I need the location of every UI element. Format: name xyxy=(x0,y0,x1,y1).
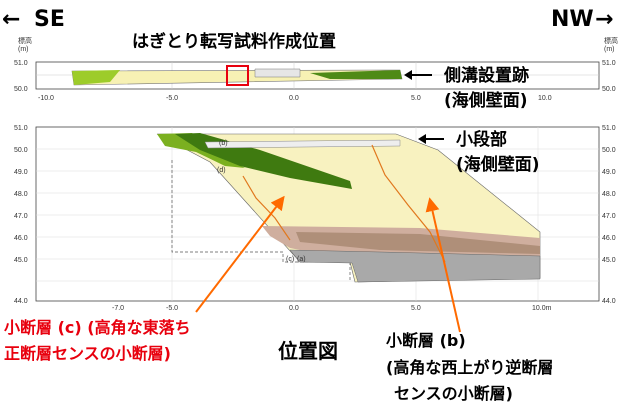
top-ditch-structure xyxy=(254,68,301,78)
label-d: (d) xyxy=(217,167,226,174)
top-unit-label-left-2: (m) xyxy=(18,46,29,53)
main-ytick-49-left: 49.0 xyxy=(14,169,28,176)
fault-b-callout-arrow xyxy=(425,197,461,333)
main-ytick-46-left: 46.0 xyxy=(14,235,28,242)
top-unit-label-right: 標高 xyxy=(604,36,618,45)
main-annotation-arrow-head xyxy=(418,134,426,144)
main-ytick-47-left: 47.0 xyxy=(14,213,28,220)
main-ytick-47-right: 47.0 xyxy=(602,213,616,220)
top-xtick-5: 5.0 xyxy=(411,95,421,102)
small-step-surface xyxy=(204,139,401,149)
fault-b-label-line1: 小断層 (b) xyxy=(386,331,466,350)
top-ytick-50-left: 50.0 xyxy=(14,86,28,93)
top-ytick-51-left: 51.0 xyxy=(14,60,28,67)
label-b: (b) xyxy=(219,140,228,147)
top-xtick-0: 0.0 xyxy=(289,95,299,102)
sampling-location-marker xyxy=(226,65,249,86)
top-profile-frame xyxy=(35,61,600,90)
fault-c-trace xyxy=(242,175,291,241)
fault-b-trace xyxy=(371,144,446,263)
top-ytick-51-right: 51.0 xyxy=(602,60,616,67)
main-xtick-10m: 10.0m xyxy=(532,305,552,312)
top-unit-label-left: 標高 xyxy=(18,36,32,45)
main-ytick-50-left: 50.0 xyxy=(14,147,28,154)
top-xtick-10: 10.0 xyxy=(538,95,552,102)
top-strata-green xyxy=(72,70,120,85)
main-xtick-5: 5.0 xyxy=(411,305,421,312)
trench-outline xyxy=(171,160,351,282)
strata-dark-brown-band xyxy=(296,232,540,254)
main-section: 51.0 50.0 49.0 48.0 47.0 46.0 45.0 44.0 … xyxy=(14,125,616,312)
top-unit-label-right-2: (m) xyxy=(604,46,615,53)
main-ytick-44-left: 44.0 xyxy=(14,298,28,305)
fault-c-label-line1: 小断層 (c) (高角な東落ち xyxy=(4,318,191,337)
main-ytick-51-right: 51.0 xyxy=(602,125,616,132)
left-arrow: ← xyxy=(2,7,20,32)
top-ytick-50-right: 50.0 xyxy=(602,86,616,93)
location-map-label: 位置図 xyxy=(278,339,338,363)
top-strata-dark-green xyxy=(310,70,402,79)
main-section-frame xyxy=(35,126,600,302)
left-direction-label: SE xyxy=(34,7,65,32)
main-xtick-neg5: -5.0 xyxy=(166,305,178,312)
top-annotation-line1: 側溝設置跡 xyxy=(443,65,529,86)
right-direction-label: NW xyxy=(551,7,594,32)
main-ytick-51-left: 51.0 xyxy=(14,125,28,132)
top-annotation-line2: (海側壁面) xyxy=(444,90,528,111)
fault-b-label-line3: センスの小断層) xyxy=(394,384,513,403)
top-xtick-neg5: -5.0 xyxy=(166,95,178,102)
label-a: (a) xyxy=(297,256,306,263)
fault-c-callout-arrow xyxy=(195,195,285,313)
main-annotation-line2: (海側壁面) xyxy=(456,154,540,175)
main-ytick-50-right: 50.0 xyxy=(602,147,616,154)
strata-green-upper xyxy=(157,133,245,168)
main-xtick-neg7: -7.0 xyxy=(112,305,124,312)
main-ytick-44-right: 44.0 xyxy=(602,298,616,305)
figure-title: はぎとり転写試料作成位置 xyxy=(132,31,336,52)
main-ytick-46-right: 46.0 xyxy=(602,235,616,242)
top-profile: 標高 (m) 標高 (m) 51.0 50.0 51.0 50.0 -10.0 … xyxy=(14,36,618,102)
main-ytick-49-right: 49.0 xyxy=(602,169,616,176)
label-c: (c) xyxy=(286,256,294,263)
main-ytick-48-right: 48.0 xyxy=(602,191,616,198)
main-ytick-45-right: 45.0 xyxy=(602,257,616,264)
right-arrow: → xyxy=(595,7,613,32)
fault-b-label-line2: (高角な西上がり逆断層 xyxy=(386,358,553,377)
top-annotation-arrow-head xyxy=(404,70,412,80)
fault-c-label-line2: 正断層センスの小断層) xyxy=(4,344,171,363)
main-ytick-48-left: 48.0 xyxy=(14,191,28,198)
main-xtick-0: 0.0 xyxy=(289,305,299,312)
main-ytick-45-left: 45.0 xyxy=(14,257,28,264)
top-xtick-neg10: -10.0 xyxy=(38,95,54,102)
main-annotation-line1: 小段部 xyxy=(456,129,507,150)
